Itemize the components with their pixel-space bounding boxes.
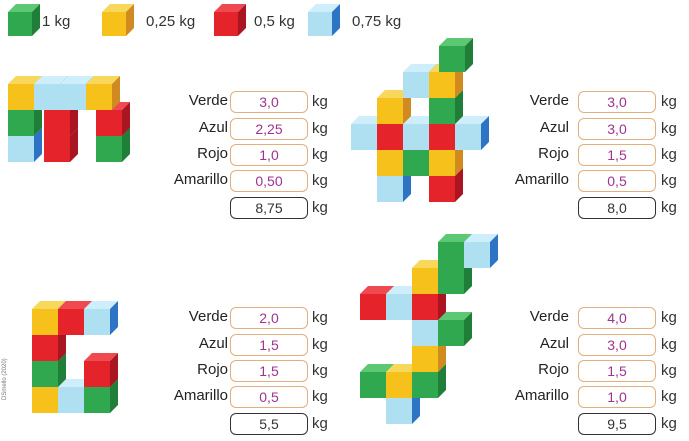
figure-top-left-cubes [8, 76, 130, 162]
azul-cube [60, 76, 94, 110]
azul-cube [464, 234, 498, 268]
legend-label-yellow: 0,25 kg [146, 13, 196, 30]
unit-kg: kg [661, 309, 677, 326]
unit-kg: kg [661, 93, 677, 110]
unit-kg: kg [661, 388, 677, 405]
unit-kg: kg [661, 120, 677, 137]
row-label-azul: Azul [539, 119, 569, 136]
verde-cube [8, 4, 40, 36]
green-cube-icon [8, 4, 40, 36]
unit-kg: kg [661, 362, 677, 379]
amarillo-cube [86, 76, 120, 110]
rojo-cube [84, 353, 118, 387]
value-box-amarillo: 0,5 [578, 170, 656, 192]
value-box-amarillo: 0,50 [230, 170, 308, 192]
total-box: 8,75 [230, 197, 308, 219]
row-label-amarillo: Amarillo [514, 387, 569, 404]
legend-label-green: 1 kg [42, 13, 71, 30]
row-label-rojo: Rojo [538, 361, 569, 378]
figure-top-right-weights: Verde 3,0 kg Azul 3,0 kg Rojo 1,5 kg Ama… [497, 90, 687, 225]
unit-kg: kg [312, 415, 328, 432]
value-box-amarillo: 0,5 [230, 386, 308, 408]
value-box-verde: 3,0 [230, 91, 308, 113]
value-box-rojo: 1,5 [578, 360, 656, 382]
unit-kg: kg [312, 93, 328, 110]
row-label-rojo: Rojo [538, 145, 569, 162]
unit-kg: kg [312, 199, 328, 216]
amarillo-cube [102, 4, 134, 36]
figure-top-right-cubes [351, 38, 489, 202]
rojo-cube [214, 4, 246, 36]
value-box-verde: 2,0 [230, 307, 308, 329]
verde-cube [438, 312, 472, 346]
total-box: 8,0 [578, 197, 656, 219]
azul-cube [308, 4, 340, 36]
value-box-amarillo: 1,0 [578, 386, 656, 408]
row-label-rojo: Rojo [197, 145, 228, 162]
figure-bottom-right-cubes [360, 234, 498, 424]
red-cube-icon [214, 4, 246, 36]
legend-label-red: 0,5 kg [254, 13, 295, 30]
unit-kg: kg [312, 336, 328, 353]
unit-kg: kg [661, 415, 677, 432]
value-box-verde: 4,0 [578, 307, 656, 329]
amarillo-cube [377, 90, 411, 124]
yellow-cube-icon [102, 4, 134, 36]
row-label-verde: Verde [188, 92, 228, 109]
unit-kg: kg [312, 388, 328, 405]
figure-top-left-weights: Verde 3,0 kg Azul 2,25 kg Rojo 1,0 kg Am… [150, 90, 340, 225]
unit-kg: kg [661, 199, 677, 216]
value-box-azul: 1,5 [230, 334, 308, 356]
azul-cube [84, 301, 118, 335]
row-label-amarillo: Amarillo [173, 171, 228, 188]
unit-kg: kg [312, 146, 328, 163]
row-label-verde: Verde [529, 92, 569, 109]
value-box-azul: 2,25 [230, 118, 308, 140]
value-box-rojo: 1,0 [230, 144, 308, 166]
row-label-verde: Verde [529, 308, 569, 325]
unit-kg: kg [312, 120, 328, 137]
verde-cube [32, 353, 66, 387]
figure-bottom-left-weights: Verde 2,0 kg Azul 1,5 kg Rojo 1,5 kg Ama… [150, 306, 340, 441]
row-label-verde: Verde [188, 308, 228, 325]
row-label-amarillo: Amarillo [514, 171, 569, 188]
figure-bottom-right-weights: Verde 4,0 kg Azul 3,0 kg Rojo 1,5 kg Ama… [497, 306, 687, 441]
cube-weight-legend: 1 kg 0,25 kg 0,5 kg 0,75 kg [6, 4, 426, 38]
row-label-rojo: Rojo [197, 361, 228, 378]
verde-cube [439, 38, 473, 72]
value-box-azul: 3,0 [578, 334, 656, 356]
unit-kg: kg [312, 172, 328, 189]
total-box: 9,5 [578, 413, 656, 435]
row-label-amarillo: Amarillo [173, 387, 228, 404]
image-credit: DSmello (2020) [2, 358, 8, 400]
row-label-azul: Azul [198, 335, 228, 352]
value-box-azul: 3,0 [578, 118, 656, 140]
value-box-rojo: 1,5 [230, 360, 308, 382]
value-box-verde: 3,0 [578, 91, 656, 113]
unit-kg: kg [312, 309, 328, 326]
unit-kg: kg [312, 362, 328, 379]
row-label-azul: Azul [539, 335, 569, 352]
unit-kg: kg [661, 146, 677, 163]
blue-cube-icon [308, 4, 340, 36]
azul-cube [455, 116, 489, 150]
unit-kg: kg [661, 336, 677, 353]
total-box: 5,5 [230, 413, 308, 435]
unit-kg: kg [661, 172, 677, 189]
row-label-azul: Azul [198, 119, 228, 136]
figure-bottom-left-cubes [32, 301, 118, 413]
value-box-rojo: 1,5 [578, 144, 656, 166]
legend-label-blue: 0,75 kg [352, 13, 402, 30]
